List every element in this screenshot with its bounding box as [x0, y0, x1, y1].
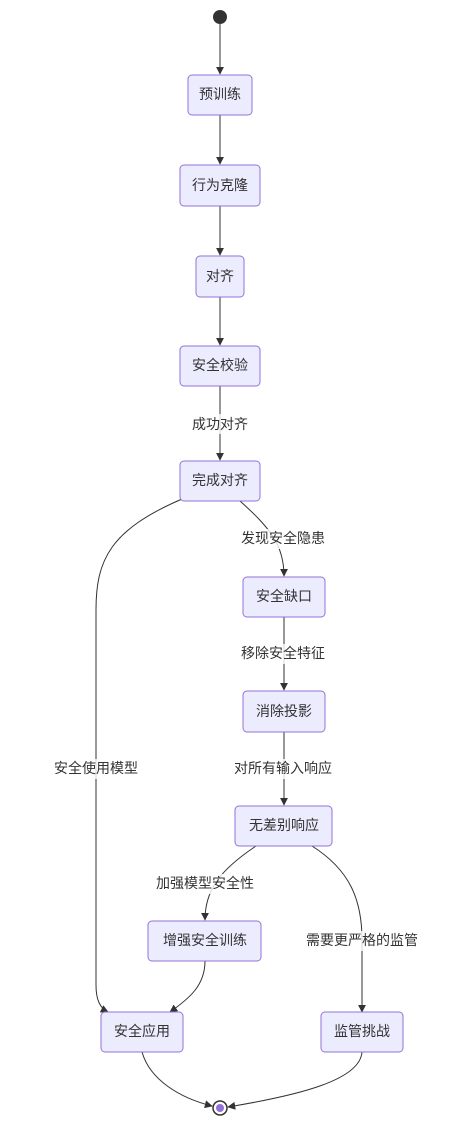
edge-label-bg — [225, 759, 341, 779]
edge-label-text: 安全使用模型 — [54, 760, 138, 777]
state-box — [179, 460, 261, 502]
state-label: 无差别响应 — [249, 817, 319, 834]
state-safety-check[interactable]: 安全校验 — [179, 345, 261, 387]
end-state — [212, 1100, 228, 1116]
edge-label-text: 发现安全隐患 — [241, 530, 325, 547]
state-box — [195, 255, 245, 298]
edge-label-strengthen: 加强模型安全性 — [145, 874, 265, 894]
edge-label-stricter: 需要更严格的监管 — [295, 931, 429, 951]
state-box — [242, 690, 326, 733]
state-enhance-training[interactable]: 增强安全训练 — [147, 920, 262, 962]
state-box — [179, 164, 261, 207]
edge-label-safe-use: 安全使用模型 — [45, 759, 147, 779]
edge-label-find-risk: 发现安全隐患 — [233, 529, 333, 549]
edge-apply-end — [141, 1051, 213, 1109]
edge-enhance-apply — [169, 960, 206, 1013]
edge-label-respond-all: 对所有输入响应 — [225, 759, 341, 779]
state-box — [147, 920, 262, 962]
edge-label-bg — [186, 414, 254, 434]
state-label: 完成对齐 — [192, 473, 248, 489]
edge-labels: 成功对齐 发现安全隐患 移除安全特征 对所有输入响应 加强模型安全性 需要更严格… — [45, 414, 429, 951]
state-align-done[interactable]: 完成对齐 — [179, 460, 261, 502]
state-safety-gap[interactable]: 安全缺口 — [242, 576, 326, 618]
nodes: 预训练 行为克隆 对齐 安全校验 完成对齐 安全缺口 消除投影 无差别响应 — [100, 74, 404, 1053]
edge-label-text: 成功对齐 — [192, 417, 248, 433]
edge-label-text: 移除安全特征 — [241, 645, 325, 662]
edge-label-bg — [145, 874, 265, 894]
edge-label-text: 对所有输入响应 — [234, 760, 332, 777]
state-label: 对齐 — [206, 269, 234, 285]
state-box — [100, 1011, 184, 1053]
state-box — [242, 576, 326, 618]
state-ablation[interactable]: 消除投影 — [242, 690, 326, 733]
state-box — [179, 345, 261, 387]
state-label: 预训练 — [199, 87, 241, 103]
state-regulatory[interactable]: 监管挑战 — [320, 1011, 404, 1053]
edge-indisc-regulatory — [311, 845, 366, 1013]
edge-label-bg — [233, 529, 333, 549]
edge-label-text: 加强模型安全性 — [156, 875, 254, 892]
state-label: 安全校验 — [192, 357, 248, 374]
state-label: 行为克隆 — [192, 178, 248, 194]
edge-label-text: 需要更严格的监管 — [306, 933, 418, 949]
edge-label-remove-feature: 移除安全特征 — [233, 644, 333, 664]
start-state — [213, 10, 227, 24]
edge-label-bg — [233, 644, 333, 664]
edge-label-success-align: 成功对齐 — [186, 414, 254, 434]
edge-regulatory-end — [227, 1051, 363, 1110]
state-box — [320, 1011, 404, 1053]
state-label: 消除投影 — [256, 704, 312, 720]
state-safe-apply[interactable]: 安全应用 — [100, 1011, 184, 1053]
state-box — [234, 805, 333, 847]
state-behavior-cloning[interactable]: 行为克隆 — [179, 164, 261, 207]
edge-label-bg — [45, 759, 147, 779]
state-box — [187, 74, 253, 116]
state-label: 监管挑战 — [334, 1024, 390, 1040]
state-align[interactable]: 对齐 — [195, 255, 245, 298]
state-label: 增强安全训练 — [163, 932, 247, 949]
edge-done-apply — [95, 498, 183, 1013]
state-label: 安全缺口 — [256, 588, 312, 605]
edge-label-bg — [295, 931, 429, 951]
state-indiscriminate[interactable]: 无差别响应 — [234, 805, 333, 847]
end-state-inner — [216, 1104, 224, 1112]
state-pretrain[interactable]: 预训练 — [187, 74, 253, 116]
edges — [95, 24, 366, 1110]
state-label: 安全应用 — [114, 1023, 170, 1040]
